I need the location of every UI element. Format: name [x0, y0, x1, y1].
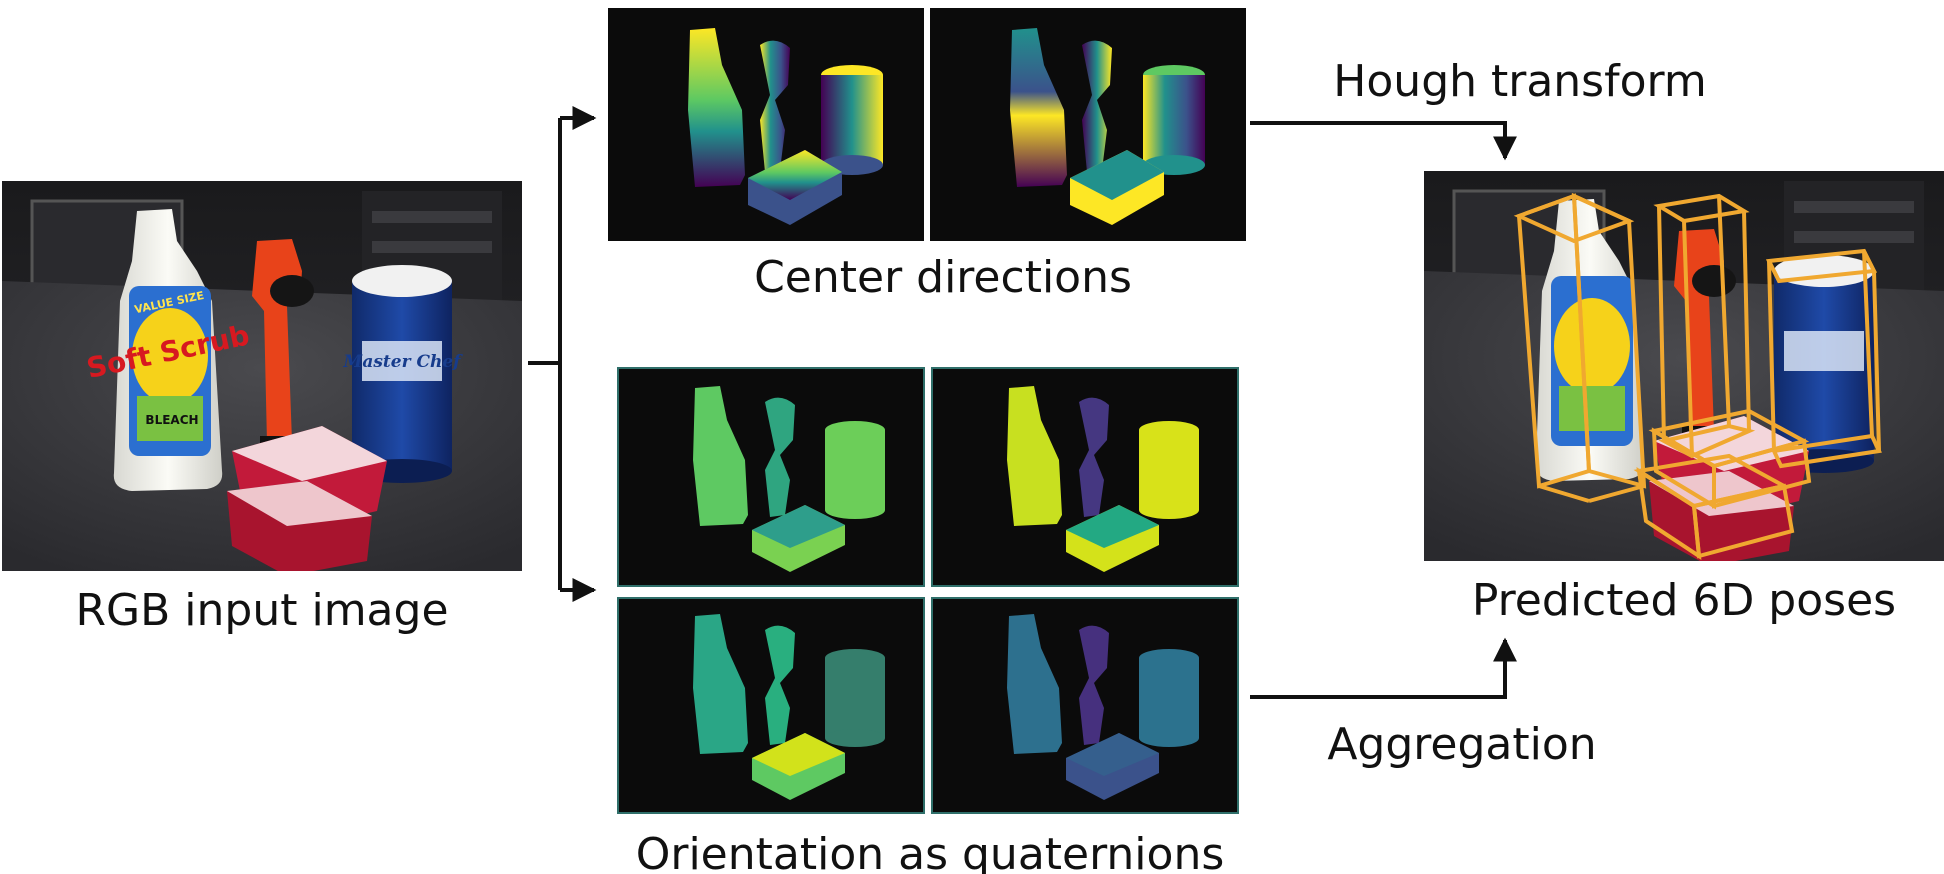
predicted-poses-photo	[1424, 171, 1944, 561]
can-brand-label: Master Chef	[343, 352, 464, 372]
center-directions-panel-x	[608, 8, 924, 241]
center-directions-panel-y	[930, 8, 1246, 241]
rgb-input-photo: Soft Scrub VALUE SIZE BLEACH Master Chef	[2, 181, 522, 571]
rgb-input-caption: RGB input image	[75, 585, 448, 636]
branch-connector	[528, 106, 597, 602]
predicted-poses-caption: Predicted 6D poses	[1472, 575, 1896, 626]
aggregation-label: Aggregation	[1327, 719, 1596, 770]
quaternion-panel-x	[931, 367, 1239, 587]
center-directions-caption: Center directions	[754, 252, 1132, 303]
orientation-caption: Orientation as quaternions	[636, 829, 1225, 874]
hough-arrow	[1250, 121, 1517, 161]
hough-transform-label: Hough transform	[1333, 56, 1706, 107]
bottle-bleach-label: BLEACH	[145, 413, 198, 427]
bounding-boxes	[1513, 192, 1882, 560]
quaternion-panel-w	[617, 367, 925, 587]
quaternion-panel-z	[931, 597, 1239, 814]
quaternion-panel-y	[617, 597, 925, 814]
aggregation-arrow	[1250, 637, 1517, 699]
